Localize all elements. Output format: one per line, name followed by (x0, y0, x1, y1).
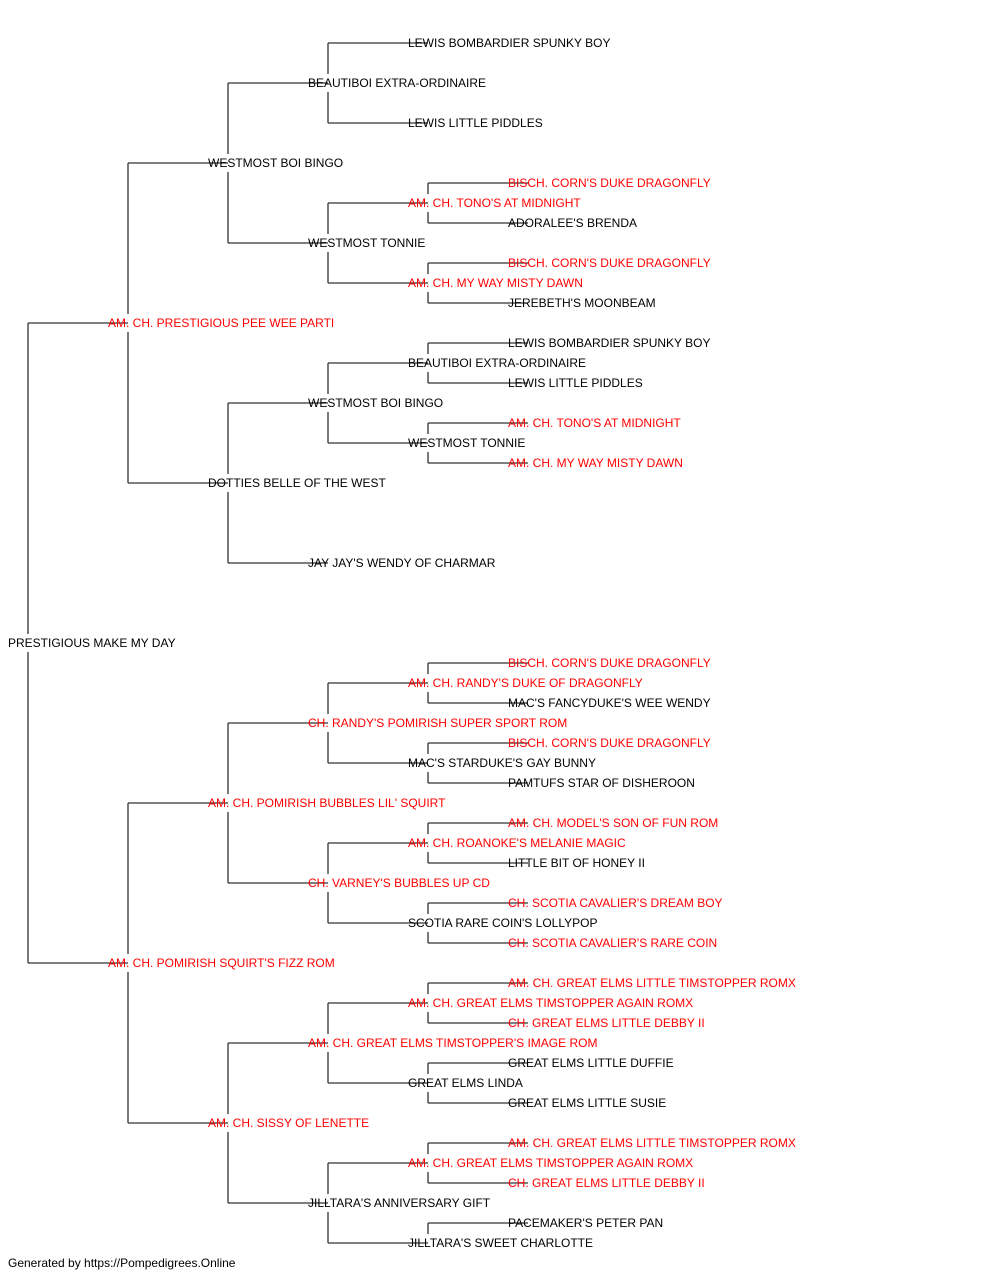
dam-name-gen5: GREAT ELMS LITTLE SUSIE (508, 1096, 666, 1110)
dam-name-gen3: CH. VARNEY'S BUBBLES UP CD (308, 876, 490, 890)
sire-name-gen3: BEAUTIBOI EXTRA-ORDINAIRE (308, 76, 486, 90)
sire-name-gen5: GREAT ELMS LITTLE DUFFIE (508, 1056, 674, 1070)
dam-name-gen4: AM. CH. MY WAY MISTY DAWN (408, 276, 583, 290)
pedigree-tree: PRESTIGIOUS MAKE MY DAY AM. CH. PRESTIGIO… (8, 36, 796, 1250)
footer-credit: Generated by https://Pompedigrees.Online (8, 1256, 236, 1270)
sire-name-gen5: BISCH. CORN'S DUKE DRAGONFLY (508, 656, 711, 670)
sire-name-gen1: AM. CH. PRESTIGIOUS PEE WEE PARTI (108, 316, 334, 330)
sire-name-gen3: WESTMOST BOI BINGO (308, 396, 443, 410)
dam-name-gen3: JAY JAY'S WENDY OF CHARMAR (308, 556, 496, 570)
dam-name-gen2: DOTTIES BELLE OF THE WEST (208, 476, 386, 490)
dam-name-gen5: JEREBETH'S MOONBEAM (508, 296, 656, 310)
dam-name-gen5: ADORALEE'S BRENDA (508, 216, 637, 230)
sire-name-gen4: AM. CH. GREAT ELMS TIMSTOPPER AGAIN ROMX (408, 996, 693, 1010)
sire-name-gen4: AM. CH. TONO'S AT MIDNIGHT (408, 196, 581, 210)
dam-name-gen5: LEWIS LITTLE PIDDLES (508, 376, 643, 390)
dam-name-gen5: CH. SCOTIA CAVALIER'S RARE COIN (508, 936, 717, 950)
sire-name-gen5: BISCH. CORN'S DUKE DRAGONFLY (508, 176, 711, 190)
sire-name-gen4: AM. CH. RANDY'S DUKE OF DRAGONFLY (408, 676, 643, 690)
sire-name-gen5: AM. CH. TONO'S AT MIDNIGHT (508, 416, 681, 430)
dam-name-gen5: CH. GREAT ELMS LITTLE DEBBY II (508, 1176, 705, 1190)
sire-name-gen2: WESTMOST BOI BINGO (208, 156, 343, 170)
sire-name-gen4: AM. CH. GREAT ELMS TIMSTOPPER AGAIN ROMX (408, 1156, 693, 1170)
sire-name-gen5: AM. CH. GREAT ELMS LITTLE TIMSTOPPER ROM… (508, 1136, 796, 1150)
dam-name-gen5: CH. GREAT ELMS LITTLE DEBBY II (508, 1016, 705, 1030)
dam-name-gen1: AM. CH. POMIRISH SQUIRT'S FIZZ ROM (108, 956, 335, 970)
sire-name-gen5: AM. CH. GREAT ELMS LITTLE TIMSTOPPER ROM… (508, 976, 796, 990)
dam-name-gen5: MAC'S FANCYDUKE'S WEE WENDY (508, 696, 711, 710)
dam-name-gen5: AM. CH. MY WAY MISTY DAWN (508, 456, 683, 470)
sire-name-gen5: LEWIS BOMBARDIER SPUNKY BOY (508, 336, 711, 350)
sire-name-gen4: AM. CH. ROANOKE'S MELANIE MAGIC (408, 836, 626, 850)
dam-name-gen4: LEWIS LITTLE PIDDLES (408, 116, 543, 130)
sire-name-gen5: PACEMAKER'S PETER PAN (508, 1216, 663, 1230)
dam-name-gen4: GREAT ELMS LINDA (408, 1076, 523, 1090)
dam-name-gen3: JILLTARA'S ANNIVERSARY GIFT (308, 1196, 491, 1210)
sire-name-gen2: AM. CH. POMIRISH BUBBLES LIL' SQUIRT (208, 796, 446, 810)
dam-name-gen4: MAC'S STARDUKE'S GAY BUNNY (408, 756, 596, 770)
dam-name-gen5: PAMTUFS STAR OF DISHEROON (508, 776, 695, 790)
sire-name-gen4: BEAUTIBOI EXTRA-ORDINAIRE (408, 356, 586, 370)
dam-name-gen3: WESTMOST TONNIE (308, 236, 425, 250)
dam-name-gen5: LITTLE BIT OF HONEY II (508, 856, 645, 870)
dam-name-gen2: AM. CH. SISSY OF LENETTE (208, 1116, 369, 1130)
dam-name-gen4: SCOTIA RARE COIN'S LOLLYPOP (408, 916, 597, 930)
sire-name-gen4: LEWIS BOMBARDIER SPUNKY BOY (408, 36, 611, 50)
sire-name-gen3: CH. RANDY'S POMIRISH SUPER SPORT ROM (308, 716, 567, 730)
sire-name-gen5: AM. CH. MODEL'S SON OF FUN ROM (508, 816, 718, 830)
sire-name-gen5: CH. SCOTIA CAVALIER'S DREAM BOY (508, 896, 723, 910)
sire-name-gen5: BISCH. CORN'S DUKE DRAGONFLY (508, 256, 711, 270)
dam-name-gen4: JILLTARA'S SWEET CHARLOTTE (408, 1236, 593, 1250)
dam-name-gen4: WESTMOST TONNIE (408, 436, 525, 450)
sire-name-gen3: AM. CH. GREAT ELMS TIMSTOPPER'S IMAGE RO… (308, 1036, 597, 1050)
subject-name-gen0: PRESTIGIOUS MAKE MY DAY (8, 636, 176, 650)
sire-name-gen5: BISCH. CORN'S DUKE DRAGONFLY (508, 736, 711, 750)
